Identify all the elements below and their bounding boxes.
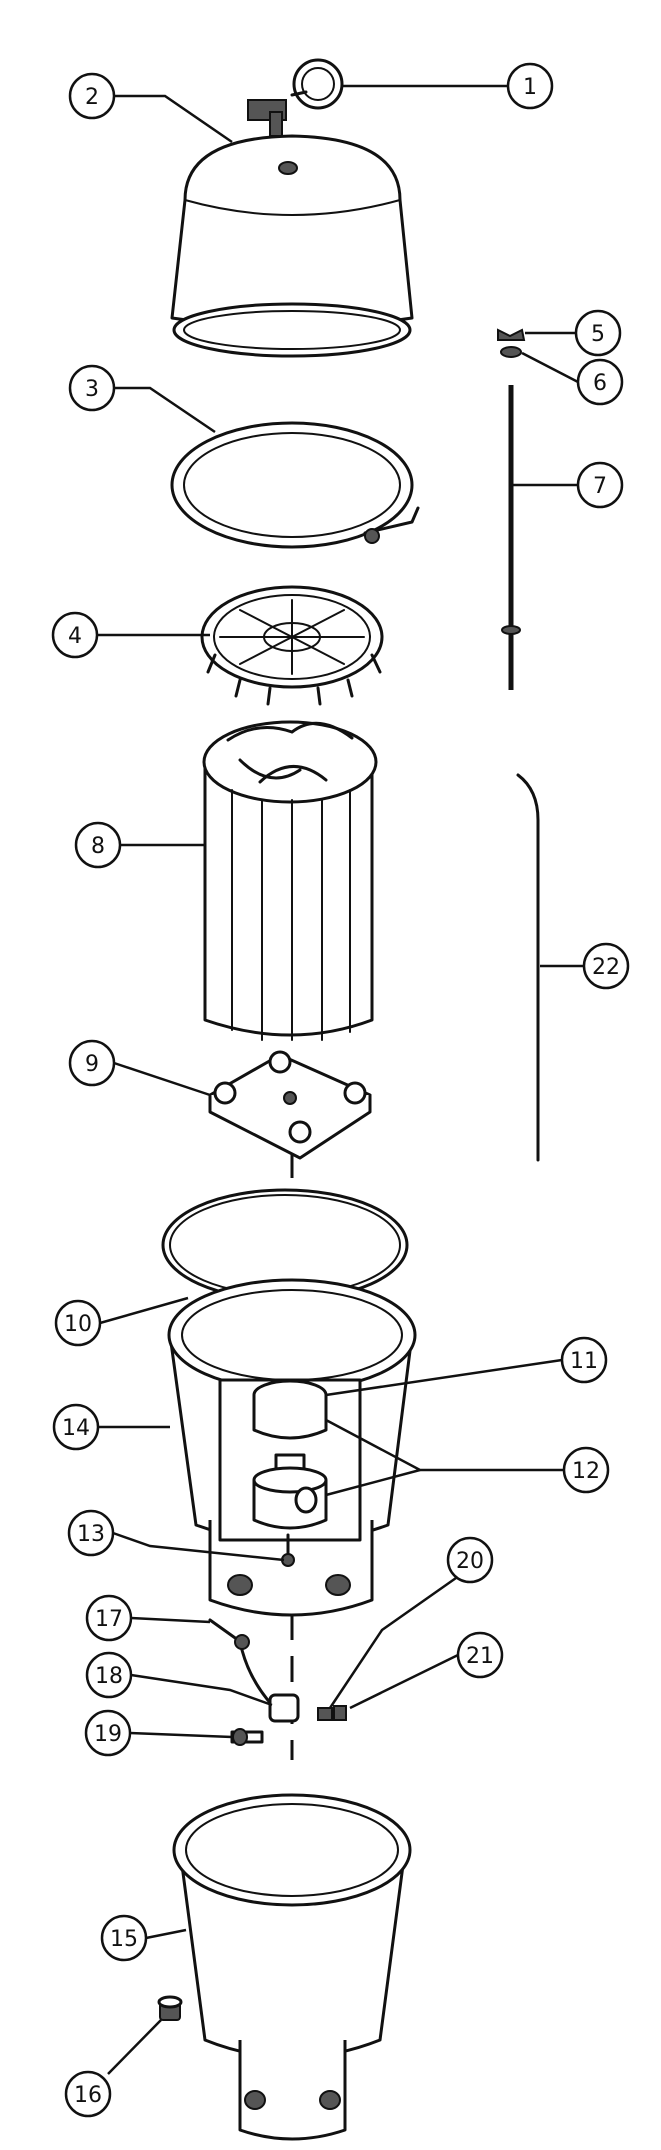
callout-16: 16 [64,2070,112,2118]
svg-text:8: 8 [91,834,105,859]
clamp-ring [170,421,420,549]
callout-8: 8 [74,821,122,869]
callout-13: 13 [67,1509,115,1557]
svg-text:15: 15 [110,1927,138,1952]
cartridge-support [208,1050,372,1160]
callout-21: 21 [456,1631,504,1679]
pressure-gauge [247,58,344,137]
svg-text:2: 2 [85,85,99,110]
svg-text:16: 16 [74,2083,102,2108]
clamp-hardware [208,1618,347,1746]
callout-20: 20 [446,1536,494,1584]
callout-19: 19 [84,1709,132,1757]
callout-1: 1 [506,62,554,110]
svg-text:9: 9 [85,1052,99,1077]
svg-text:4: 4 [68,624,82,649]
callout-4: 4 [51,611,99,659]
leader-lines [97,84,584,2075]
callout-9: 9 [68,1039,116,1087]
callout-17: 17 [85,1594,133,1642]
svg-text:7: 7 [593,474,607,499]
callout-11: 11 [560,1336,608,1384]
svg-text:11: 11 [570,1349,598,1374]
cartridge-elements [202,720,378,1041]
svg-text:6: 6 [593,371,607,396]
svg-text:19: 19 [94,1722,122,1747]
check-valve-assembly [218,1378,362,1542]
callout-14: 14 [52,1403,100,1451]
svg-text:20: 20 [456,1549,484,1574]
callout-15: 15 [100,1914,148,1962]
callout-18: 18 [85,1651,133,1699]
callout-5: 5 [574,309,622,357]
svg-text:14: 14 [62,1416,90,1441]
air-relief-tube [516,773,540,1162]
callout-7: 7 [576,461,624,509]
lower-tank-body [172,1793,412,2141]
svg-text:3: 3 [85,377,99,402]
svg-text:22: 22 [592,955,620,980]
washer [500,346,522,358]
wing-nut [497,328,526,341]
svg-text:13: 13 [77,1522,105,1547]
svg-text:1: 1 [523,75,537,100]
svg-text:12: 12 [572,1459,600,1484]
callout-22: 22 [582,942,630,990]
callout-10: 10 [54,1299,102,1347]
tie-rod [501,385,521,690]
tank-lid [170,134,414,358]
svg-text:21: 21 [466,1644,494,1669]
svg-text:5: 5 [591,322,605,347]
svg-text:10: 10 [64,1312,92,1337]
svg-text:17: 17 [95,1607,123,1632]
drain-plug [157,1995,183,2021]
callout-2: 2 [68,72,116,120]
svg-text:18: 18 [95,1664,123,1689]
callout-3: 3 [68,364,116,412]
callout-12: 12 [562,1446,610,1494]
manifold [200,585,384,706]
callout-6: 6 [576,358,624,406]
